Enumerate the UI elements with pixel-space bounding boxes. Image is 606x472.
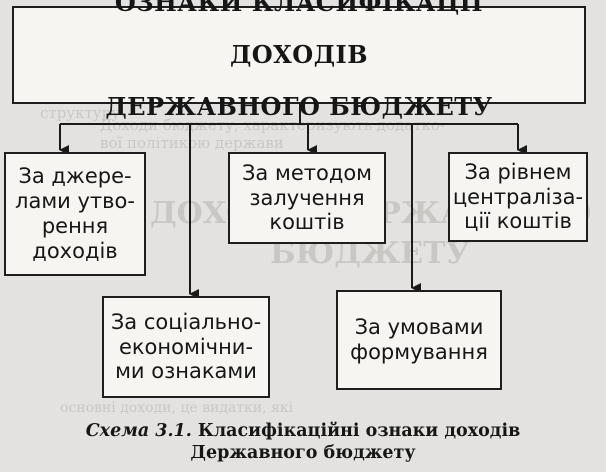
category-box-social: За соціально- економічни- ми ознаками <box>102 296 270 398</box>
bleed-through-text: вої політикою держави <box>100 134 284 152</box>
bleed-through-text: структуру <box>40 104 121 122</box>
category-box-level: За рівнем централізa- ції коштів <box>448 152 588 242</box>
figure-caption: Схема 3.1. Класифікаційні ознаки доходів… <box>0 420 606 464</box>
category-box-sources: За джере- лами утво- рення доходів <box>4 152 146 276</box>
bleed-through-text: основні доходи, це видатки, які <box>60 400 294 416</box>
category-label: За рівнем централізa- ції коштів <box>452 159 584 234</box>
root-title-line: ДОХОДІВ <box>229 40 369 69</box>
caption-text-2: Державного бюджету <box>190 443 416 463</box>
category-label: За соціально- економічни- ми ознаками <box>110 309 262 384</box>
category-label: За методом залучення коштів <box>241 160 373 235</box>
root-box: ОЗНАКИ КЛАСИФІКАЦІЇ ДОХОДІВ ДЕРЖАВНОГО Б… <box>12 0 586 120</box>
caption-label: Схема 3.1. <box>85 421 192 441</box>
root-title-line: ДЕРЖАВНОГО БЮДЖЕТУ <box>105 92 493 121</box>
category-label: За умовами формування <box>350 315 488 364</box>
root-title-line: ОЗНАКИ КЛАСИФІКАЦІЇ <box>114 0 484 17</box>
category-label: За джере- лами утво- рення доходів <box>15 164 135 263</box>
category-box-terms: За умовами формування <box>336 290 502 390</box>
root-title: ОЗНАКИ КЛАСИФІКАЦІЇ ДОХОДІВ ДЕРЖАВНОГО Б… <box>105 0 492 146</box>
category-box-method: За методом залучення коштів <box>228 152 386 244</box>
caption-line-1: Схема 3.1. Класифікаційні ознаки доходів <box>0 420 606 442</box>
caption-text-1: Класифікаційні ознаки доходів <box>197 421 521 441</box>
